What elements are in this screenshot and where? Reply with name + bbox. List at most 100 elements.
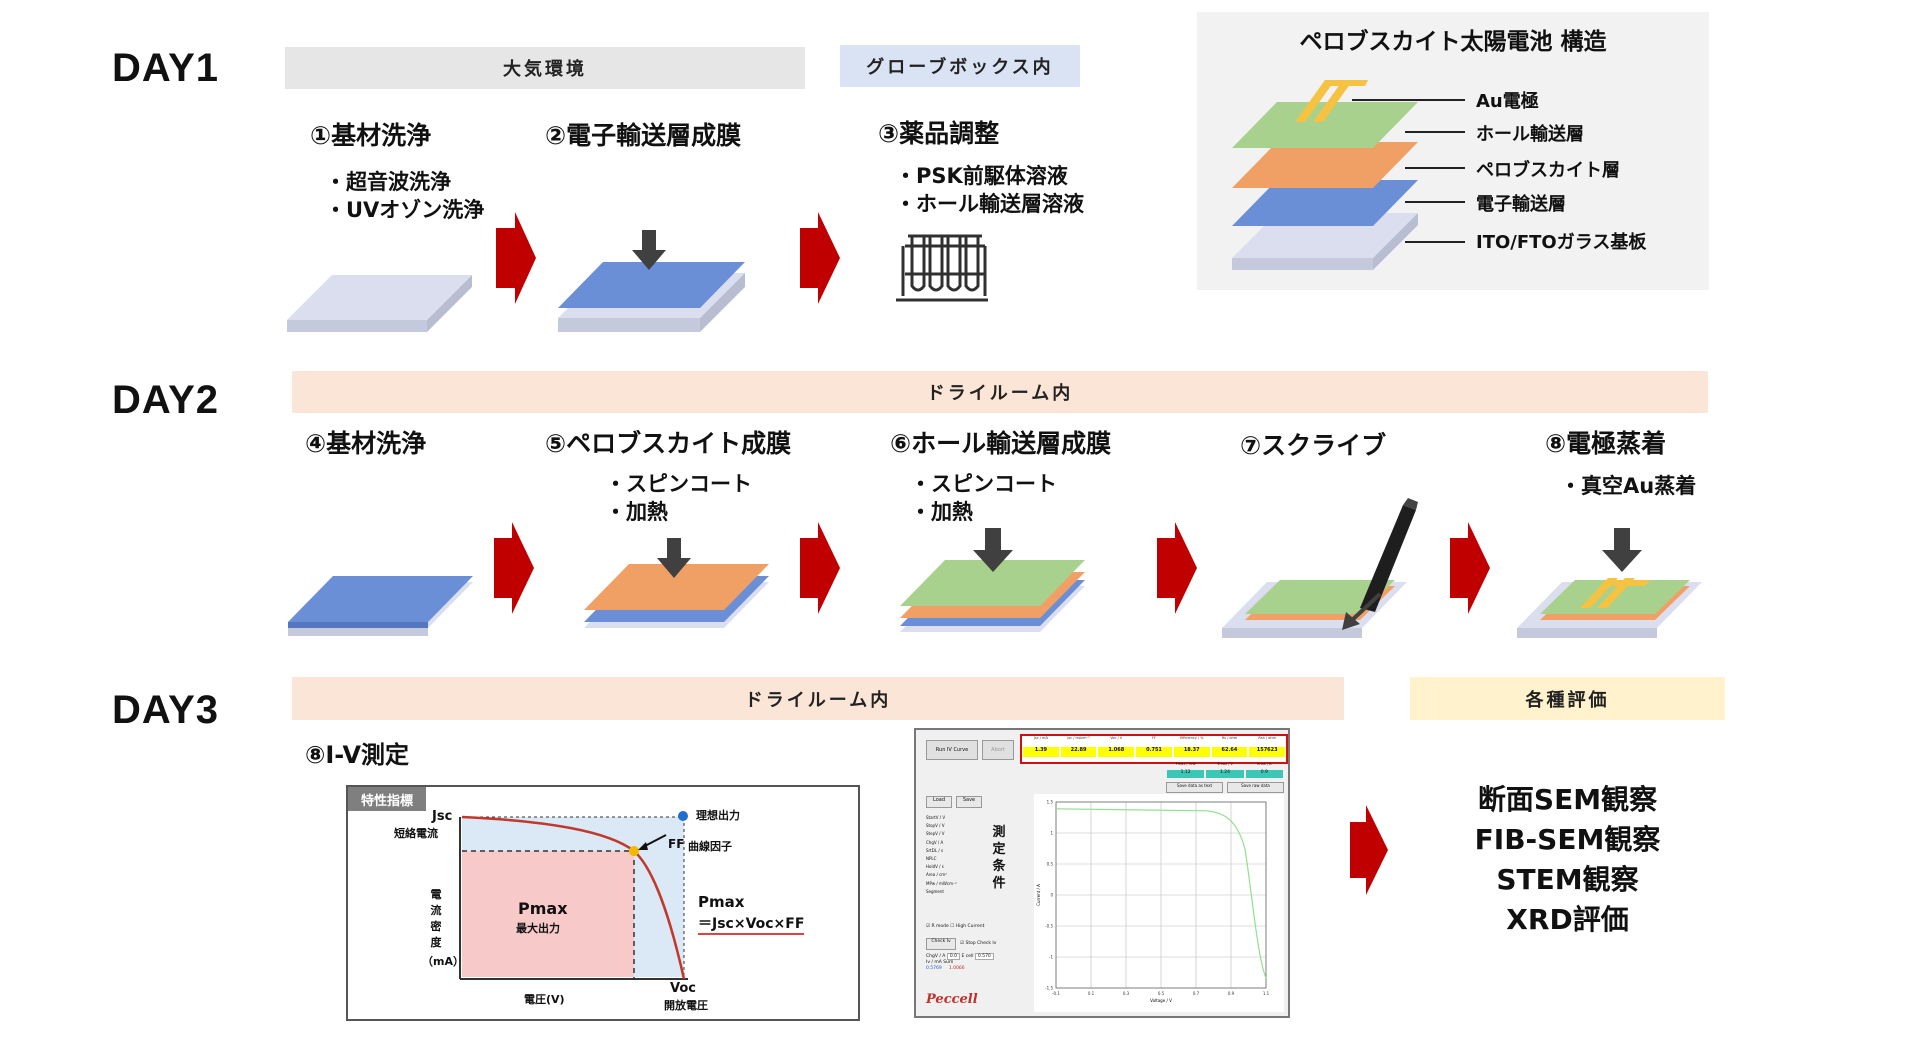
band-dryroom-day3: ドライルーム内 [292, 677, 1344, 720]
param-label: Segment [926, 888, 944, 894]
step8-bullet-1: ・真空Au蒸着 [1560, 474, 1697, 498]
step5-bullet-2: ・加熱 [605, 500, 668, 524]
param-label: NPLC [926, 856, 937, 862]
perovskite-on-etl [584, 564, 769, 628]
abort-button[interactable]: Abort [982, 740, 1014, 760]
layer-label-htl: ホール輸送層 [1476, 124, 1584, 145]
x-tick-label: 0.1 [1088, 991, 1095, 996]
result-header: Jsc / mA [1033, 736, 1048, 740]
y-axis-unit: （mA） [422, 955, 464, 968]
process-arrow-icon [494, 522, 534, 614]
result-value: 157623 [1249, 747, 1286, 757]
day3-label: DAY3 [112, 688, 220, 732]
process-arrow-icon [496, 212, 536, 304]
sub-value: 1.12 [1167, 770, 1205, 778]
condition-label: 測定条件 [992, 825, 1006, 891]
y-axis-label: Current / A [1036, 884, 1041, 906]
result-value: 62.64 [1211, 747, 1248, 757]
result-header: Rsh / ohm [1258, 736, 1276, 740]
x-tick-label: 0.5 [1158, 991, 1165, 996]
result-header: FF [1152, 736, 1157, 740]
step8-title: ⑧電極蒸着 [1545, 429, 1667, 458]
checkbox-row[interactable]: ☑ R mode ☐ High Current [926, 924, 985, 929]
jsc-sub-label: 短絡電流 [394, 827, 438, 840]
band-evaluation: 各種評価 [1410, 677, 1725, 720]
x-tick-label: 0.9 [1228, 991, 1235, 996]
param-label: StopV / V [926, 823, 945, 829]
deposition-arrow-icon [657, 538, 691, 578]
result-value: 0.751 [1136, 747, 1172, 757]
glass-substrate-1 [287, 275, 472, 332]
eval-item: 断面SEM観察 [1477, 783, 1658, 816]
result-header: Rs / ohm [1221, 736, 1238, 740]
param-label: MPw / mWcm⁻² [926, 880, 957, 886]
x-tick-label: 0.3 [1123, 991, 1130, 996]
band-air: 大気環境 [285, 47, 805, 89]
etl-on-glass [558, 262, 745, 332]
layer-etl [1232, 180, 1418, 226]
leader-lines [1352, 99, 1465, 243]
step9-title: ⑧I-V測定 [305, 741, 410, 769]
result-value: 1.068 [1098, 747, 1135, 757]
layer-label-etl: 電子輸送層 [1476, 194, 1566, 215]
formula-line-1: Pmax [698, 893, 745, 911]
deposition-arrow-icon [632, 230, 666, 270]
step2-title: ②電子輸送層成膜 [545, 121, 742, 150]
step3-title: ③薬品調整 [878, 119, 1000, 148]
band-dryroom-day2: ドライルーム内 [292, 371, 1708, 413]
step7-title: ⑦スクライブ [1240, 431, 1387, 460]
load-button[interactable]: Load [926, 796, 952, 808]
step3-bullet-1: ・PSK前駆体溶液 [895, 164, 1068, 188]
save-button[interactable]: Save [956, 796, 982, 808]
scribed-cell [1222, 580, 1407, 638]
iv-curve-chart [459, 811, 688, 980]
formula-line-2: ＝Jsc×Voc×FF [698, 913, 805, 935]
step1-bullet-1: ・超音波洗浄 [325, 170, 451, 194]
test-tube-rack-icon [896, 234, 988, 302]
save-raw-button[interactable]: Save raw data [1227, 782, 1284, 793]
run-iv-button[interactable]: Run IV Curve [926, 740, 978, 760]
result-header: Jsc / mAcm⁻² [1067, 736, 1090, 740]
process-arrow-icon [1157, 522, 1197, 614]
voc-sub-label: 開放電圧 [664, 999, 708, 1012]
x-tick-label: 0.7 [1193, 991, 1200, 996]
y-tick-label: 0 [1050, 893, 1053, 898]
y-tick-label: 1.5 [1047, 800, 1054, 805]
scribe-blade-icon [1360, 498, 1418, 612]
y-axis-label: 電流密度 [430, 888, 442, 949]
check-iv-button[interactable]: Check Iv [926, 938, 956, 950]
band-glovebox: グローブボックス内 [840, 45, 1080, 87]
x-tick-label: -0.1 [1052, 991, 1060, 996]
save-text-button[interactable]: Save data as text [1166, 782, 1223, 793]
layer-label-glass: ITO/FTOガラス基板 [1476, 232, 1647, 253]
param-label: ChgV / A [926, 839, 944, 845]
eval-item: STEM観察 [1496, 863, 1639, 896]
layer-label-perovskite: ペロブスカイト層 [1476, 160, 1620, 181]
pmax-label: Pmax [518, 899, 568, 918]
param-label: HoldV / s [926, 864, 944, 870]
layer-au-electrode [1295, 80, 1368, 122]
step5-title: ⑤ペロブスカイト成膜 [545, 429, 792, 458]
structure-title: ペロブスカイト太陽電池 構造 [1299, 29, 1607, 55]
deposition-arrow-icon [1602, 528, 1642, 572]
pmax-sub-label: 最大出力 [516, 922, 560, 935]
result-value: 1.39 [1023, 747, 1059, 757]
step3-bullet-2: ・ホール輸送層溶液 [895, 192, 1084, 216]
y-tick-label: -0.5 [1045, 924, 1053, 929]
iv-graph-panel: 特性指標 Jsc 短絡電流 電流密度 （mA） Pmax 最大出力 電圧(V) … [346, 785, 860, 1021]
step6-title: ⑥ホール輸送層成膜 [890, 429, 1112, 458]
stop-check-iv-checkbox[interactable]: ☑ Stop Check Iv [960, 941, 997, 946]
layer-perovskite [1232, 142, 1418, 188]
process-arrow-icon [1350, 805, 1388, 895]
deposition-arrow-icon [973, 528, 1013, 572]
y-tick-label: 1 [1050, 831, 1053, 836]
step1-title: ①基材洗浄 [310, 121, 432, 150]
process-arrow-icon [1450, 522, 1490, 614]
x-tick-label: 1.1 [1263, 991, 1270, 996]
